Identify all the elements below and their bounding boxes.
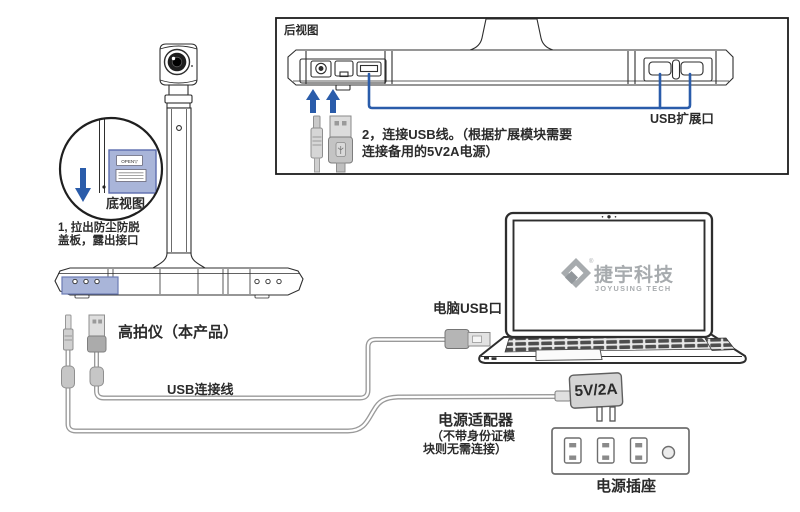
usb-expansion-line: [367, 72, 692, 110]
bottom-view-label: 底视图: [106, 196, 145, 211]
rear-bar: [287, 49, 734, 86]
adapter-rating: 5V/2A: [574, 381, 618, 400]
power-strip-body: [551, 427, 690, 475]
dc-jack-icon: [315, 62, 327, 75]
up-arrow-icon: [326, 89, 340, 113]
usb-cable-label: USB连接线: [167, 382, 233, 397]
laptop: ® 捷宇科技 JOYUSING TECH: [478, 211, 747, 364]
adapter-prong: [596, 406, 603, 422]
power-cable: [65, 347, 563, 434]
device-usb-plug-icon: [87, 314, 107, 353]
step1-text-line1: 1, 拉出防尘防脱: [58, 220, 140, 234]
rear-view-device: [287, 18, 734, 91]
device-base-bar: [54, 267, 304, 299]
ferrite-bead: [61, 365, 75, 389]
step2-text-line1: 2，连接USB线。（根据扩展模块需要: [362, 127, 572, 142]
bottom-view-inset: OPEN▽ 底视图: [58, 116, 164, 222]
laptop-display: [512, 219, 706, 332]
rear-view-panel: 后视图: [275, 17, 789, 175]
dc-plug-icon: [310, 115, 323, 173]
outlet-icon: [629, 437, 648, 464]
adapter-label: 电源适配器: [438, 411, 514, 429]
camera-pole: [151, 107, 207, 269]
usb-expansion-label: USB扩展口: [650, 111, 714, 126]
ferrite-bead: [89, 366, 104, 387]
device-label: 高拍仪（本产品）: [118, 323, 238, 341]
adapter-dc-tip: [554, 390, 572, 402]
lan-port-icon: [334, 60, 354, 77]
usb-expansion-port-2: [680, 61, 704, 76]
up-arrow-icon: [306, 89, 320, 113]
brand-name-cn: 捷宇科技: [594, 263, 674, 286]
laptop-side-port: [484, 356, 489, 360]
webcam-icon: [607, 215, 611, 219]
adapter-prong: [609, 406, 616, 422]
usb-cable: [94, 337, 450, 401]
strip-indicator-icon: [661, 445, 676, 460]
rear-left-port-recess: [299, 58, 387, 84]
power-socket-label: 电源插座: [596, 477, 656, 495]
step2-text-line2: 连接备用的5V2A电源）: [362, 144, 499, 159]
outlet-icon: [596, 437, 615, 464]
rear-view-title: 后视图: [284, 23, 319, 37]
camera-head: [159, 43, 198, 86]
power-adapter: 5V/2A: [554, 372, 624, 422]
device-dc-plug-icon: [63, 314, 74, 351]
usb-a-connector-icon: [444, 329, 491, 349]
adapter-note-line2: 块则无需连接）: [423, 441, 507, 456]
down-arrow-icon: [75, 168, 91, 202]
laptop-side-port: [491, 357, 497, 360]
outlet-icon: [563, 437, 582, 464]
usb-plug-icon: [328, 115, 353, 173]
dust-cover-highlight: [61, 276, 119, 295]
rear-right-port-recess: [643, 57, 713, 82]
pole-base-flare: [151, 252, 207, 269]
power-strip: [551, 427, 690, 475]
brand-logo: ® 捷宇科技 JOYUSING TECH: [561, 258, 674, 293]
brand-reg-mark: ®: [589, 258, 594, 265]
camera-neck: [168, 84, 189, 96]
step1-text-line2: 盖板，露出接口: [58, 233, 139, 247]
brand-name-en: JOYUSING TECH: [595, 284, 672, 293]
laptop-trackpad: [535, 348, 603, 362]
cover-open-text: OPEN▽: [121, 159, 138, 164]
adapter-note-line1: （不带身份证模: [431, 428, 516, 443]
document-camera: [54, 43, 304, 299]
pc-usb-port-label: 电脑USB口: [433, 300, 502, 316]
port-divider-tab: [671, 59, 681, 80]
